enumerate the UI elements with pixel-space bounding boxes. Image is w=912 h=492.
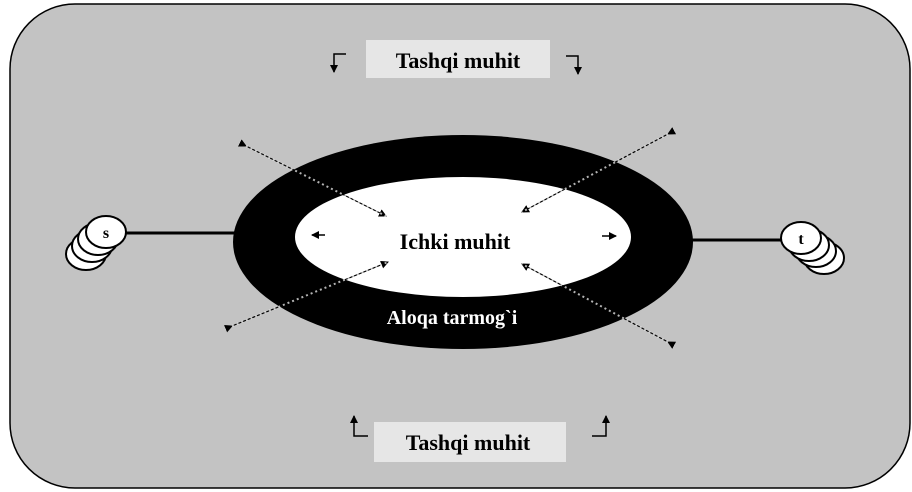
outer-label-top: Tashqi muhit — [396, 48, 521, 73]
ring-label: Aloqa tarmog`i — [387, 307, 518, 329]
outer-label-top-bg — [366, 40, 550, 78]
inner-label: Ichki muhit — [400, 229, 511, 254]
flow-arrow-top-right — [566, 55, 582, 75]
diagonal-arrow-lower-right — [521, 263, 677, 349]
node-s-label: s — [103, 225, 109, 242]
diagonal-arrow-upper-right — [521, 127, 677, 213]
diagonal-arrow-upper-left — [237, 139, 387, 217]
node-t-label: t — [798, 231, 804, 248]
flow-arrow-top-left — [330, 53, 346, 73]
diagonal-arrow-lower-left — [224, 260, 389, 333]
flow-arrow-bottom-left — [350, 415, 368, 437]
outer-label-bottom-bg — [374, 422, 566, 462]
outer-label-bottom: Tashqi muhit — [406, 430, 531, 455]
flow-arrow-bottom-right — [592, 415, 610, 437]
node-s — [65, 215, 127, 271]
node-t — [780, 221, 845, 275]
